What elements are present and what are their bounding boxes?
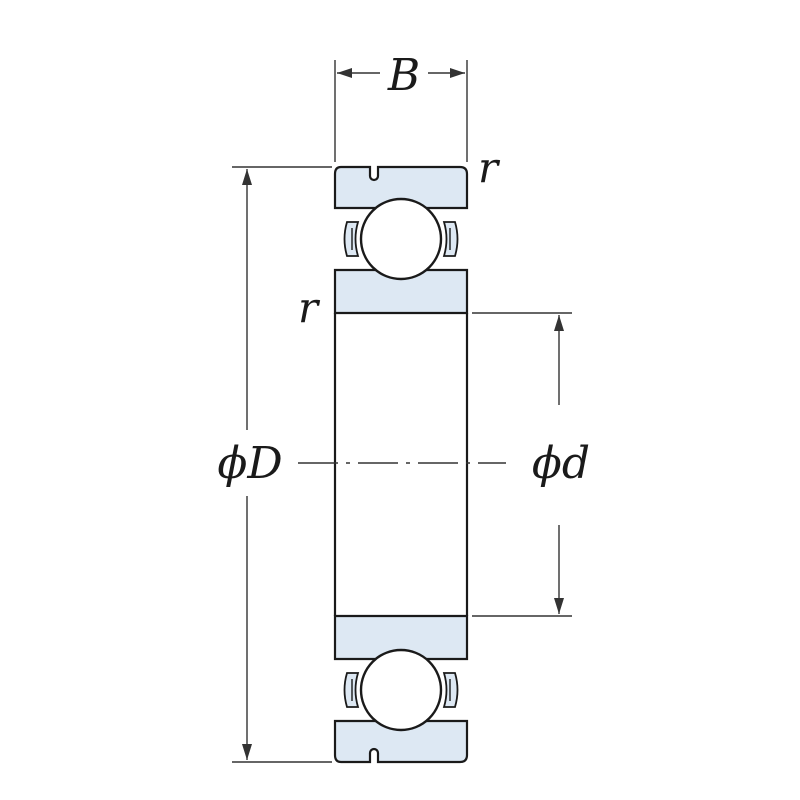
inner-diameter-label: ϕd [532,438,590,489]
outer-diameter-label: ϕD [217,438,282,489]
dimension-width [334,60,468,162]
radius-label-mid: r [298,283,321,332]
radius-label-top: r [478,143,501,192]
outer-ring-bottom [333,719,469,764]
shield-left-bottom [343,672,360,708]
ball-bottom [359,648,443,732]
shield-left-top [343,221,360,257]
dimension-inner-diameter [472,312,572,617]
top-section [333,165,469,315]
outer-ring-top [333,165,469,210]
width-label: B [387,50,420,101]
bottom-section [333,614,469,764]
dimension-outer-diameter [232,166,332,763]
ball-top [359,197,443,281]
bore [333,313,469,616]
shield-right-top [442,221,459,257]
shield-right-bottom [442,672,459,708]
